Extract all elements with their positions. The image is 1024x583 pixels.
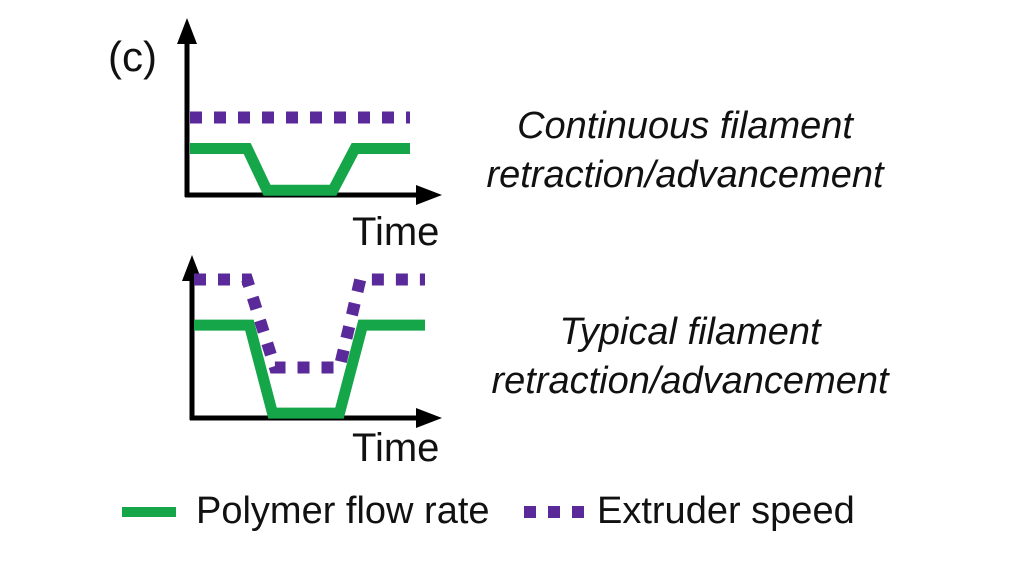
bottom-series-extruder-speed bbox=[194, 273, 425, 374]
legend-dot-1 bbox=[524, 506, 536, 518]
bottom-panel-series bbox=[194, 273, 425, 419]
bottom-caption-line1: Typical filament bbox=[559, 311, 821, 353]
top-panel-series bbox=[190, 111, 410, 196]
bottom-series-polymer-flow-rate bbox=[194, 319, 425, 419]
bottom-caption-line2: retraction/advancement bbox=[491, 359, 889, 402]
panel-label: (c) bbox=[108, 33, 157, 80]
top-x-axis-arrow bbox=[416, 185, 442, 205]
bottom-x-axis-arrow bbox=[416, 408, 442, 428]
legend-label-extruder-speed: Extruder speed bbox=[597, 490, 855, 532]
top-panel-caption: Continuous filament retraction/advanceme… bbox=[465, 102, 905, 199]
legend-dot-3 bbox=[572, 506, 584, 518]
top-y-axis-arrow bbox=[177, 18, 197, 44]
top-series-polymer-flow-rate bbox=[190, 143, 410, 196]
legend-label-polymer-flow: Polymer flow rate bbox=[196, 490, 490, 532]
bottom-x-axis-label: Time bbox=[352, 426, 440, 470]
top-x-axis-label: Time bbox=[352, 210, 440, 254]
top-caption-line2: retraction/advancement bbox=[486, 153, 884, 196]
top-caption-line1: Continuous filament bbox=[517, 105, 853, 147]
legend-swatch-extruder-speed bbox=[524, 506, 584, 518]
bottom-panel-caption: Typical filament retraction/advancement bbox=[470, 308, 910, 405]
legend-dot-2 bbox=[548, 506, 560, 518]
